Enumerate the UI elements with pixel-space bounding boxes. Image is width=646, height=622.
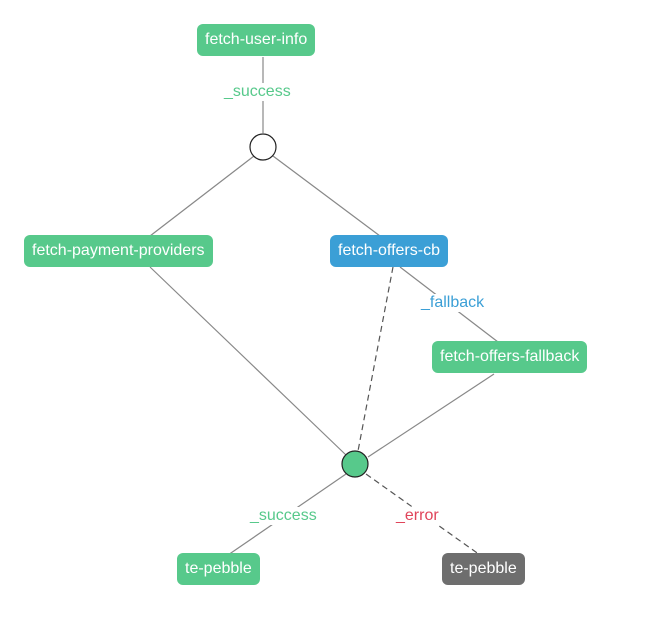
edge-payment-providers-to-join xyxy=(149,266,347,456)
node-fetch-offers-cb[interactable]: fetch-offers-cb xyxy=(330,235,448,267)
edge-label-error: _error xyxy=(396,507,439,525)
node-fetch-user-info[interactable]: fetch-user-info xyxy=(197,24,316,56)
edge-label-fallback: _fallback xyxy=(421,294,485,312)
edge-join-to-offers-cb xyxy=(272,155,381,237)
edge-offers-cb-to-join xyxy=(357,266,394,452)
edge-label-bottom-success: _success xyxy=(250,507,317,525)
edge-fallback-to-join xyxy=(367,373,495,458)
node-fetch-offers-fallback[interactable]: fetch-offers-fallback xyxy=(432,341,588,373)
join-bottom-node xyxy=(341,450,369,478)
node-te-pebble-error[interactable]: te-pebble xyxy=(442,553,525,585)
edge-join-to-payment-providers xyxy=(149,155,255,237)
node-fetch-payment-providers[interactable]: fetch-payment-providers xyxy=(24,235,213,267)
join-top-node xyxy=(249,133,277,161)
edge-join-to-te-pebble-error xyxy=(365,473,481,556)
node-te-pebble-success[interactable]: te-pebble xyxy=(177,553,260,585)
edge-label-top-success: _success xyxy=(224,83,291,101)
